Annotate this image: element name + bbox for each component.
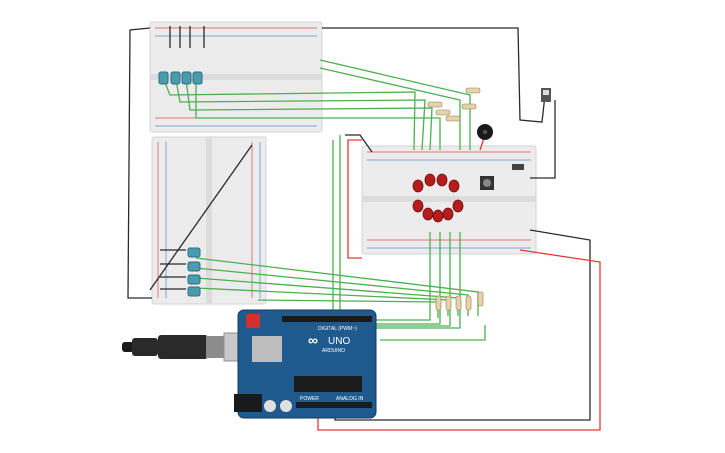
uno-logo-text: UNO <box>328 336 350 347</box>
resistors-bottom[interactable] <box>435 291 484 311</box>
usb-cable-icon <box>122 332 257 362</box>
microcontroller-chip <box>294 376 362 392</box>
buzzer-icon[interactable] <box>477 124 493 140</box>
arduino-infinity-logo: ∞ <box>308 332 318 348</box>
arduino-uno[interactable]: ∞ UNO ARDUINO DIGITAL (PWM~) POWER ANALO… <box>234 309 377 419</box>
analog-pins-label: ANALOG IN <box>336 396 364 402</box>
usb-port <box>252 336 282 362</box>
reset-button[interactable] <box>246 314 260 328</box>
digital-pins-label: DIGITAL (PWM~) <box>318 326 357 332</box>
breadboard-left[interactable] <box>151 136 267 305</box>
potentiometers-top[interactable] <box>158 26 205 85</box>
power-analog-header <box>296 402 372 408</box>
resistors-top[interactable] <box>427 87 481 122</box>
power-jack <box>234 394 262 412</box>
led-heart[interactable] <box>412 173 464 223</box>
potentiometers-left[interactable] <box>160 247 201 297</box>
red-wires <box>317 137 601 431</box>
arduino-brand-text: ARDUINO <box>322 348 345 354</box>
power-pins-label: POWER <box>300 396 319 402</box>
breadboard-right[interactable] <box>361 145 537 255</box>
digital-header <box>282 316 372 322</box>
slide-switch-icon[interactable] <box>512 88 551 170</box>
push-button-icon[interactable] <box>480 176 494 190</box>
